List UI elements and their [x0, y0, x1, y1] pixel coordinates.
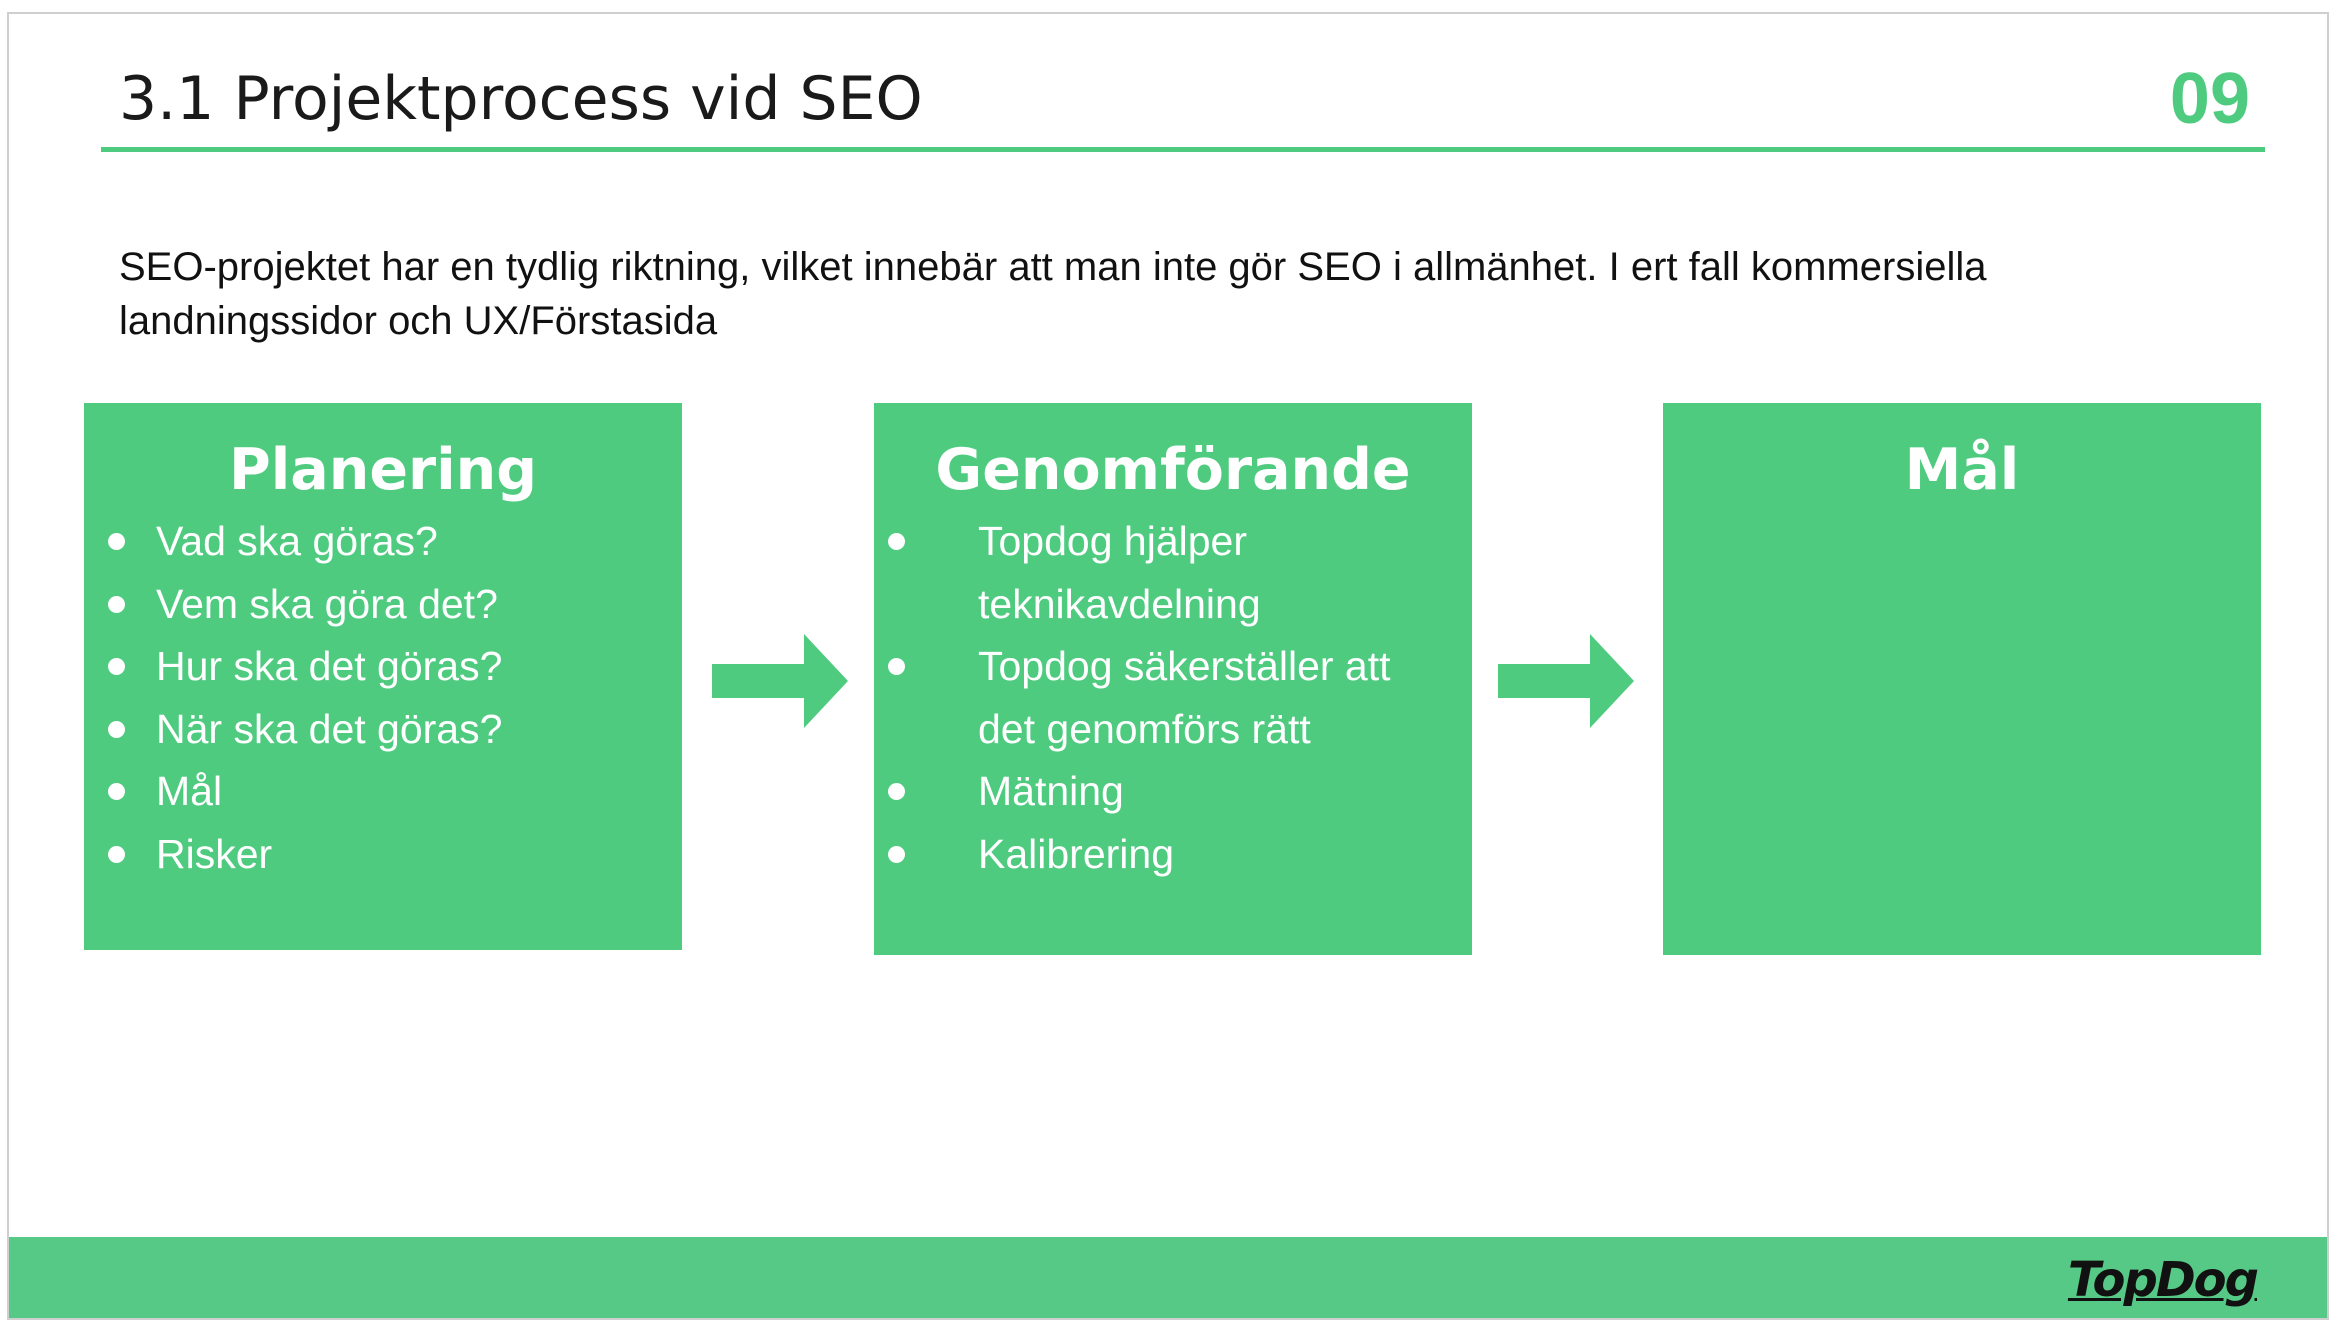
list-item-text: Kalibrering	[978, 830, 1174, 877]
list-item: Mål	[108, 760, 656, 823]
list-item: Vem ska göra det?	[108, 573, 656, 636]
list-item-text: Topdog hjälper teknikavdelning	[978, 518, 1261, 627]
slide: 3.1 Projektprocess vid SEO 09 SEO-projek…	[7, 12, 2329, 1320]
arrow-right-icon	[1498, 634, 1634, 728]
bullet-icon	[888, 533, 905, 550]
bullet-icon	[108, 533, 125, 550]
list-item-text: Mål	[156, 768, 223, 814]
list-item-text: Risker	[156, 830, 273, 877]
step-item-list: Topdog hjälper teknikavdelning Topdog sä…	[888, 510, 1458, 886]
title-underline	[101, 147, 2265, 152]
step-heading: Planering	[228, 437, 538, 503]
list-item: Vad ska göras?	[108, 510, 656, 573]
process-step-genomforande: Genomförande Topdog hjälper teknikavdeln…	[874, 403, 1472, 955]
process-step-planering: Planering Vad ska göras? Vem ska göra de…	[84, 403, 682, 950]
list-item-text: Topdog säkerställer att det genomförs rä…	[978, 643, 1391, 752]
step-heading: Mål	[1904, 437, 2020, 503]
arrow-right-icon	[712, 634, 848, 728]
bullet-icon	[888, 845, 905, 863]
list-item-text: Vad ska göras?	[156, 518, 438, 564]
list-item-text: Vem ska göra det?	[156, 580, 498, 627]
slide-title: 3.1 Projektprocess vid SEO	[119, 64, 923, 134]
intro-paragraph: SEO-projektet har en tydlig riktning, vi…	[119, 245, 1987, 343]
list-item: Hur ska det göras?	[108, 635, 656, 698]
bullet-icon	[888, 658, 905, 675]
list-item: Topdog säkerställer att det genomförs rä…	[888, 635, 1458, 760]
page-number: 09	[2169, 59, 2250, 139]
list-item: Topdog hjälper teknikavdelning	[888, 510, 1458, 635]
topdog-logo: TopDog	[2067, 1252, 2259, 1308]
list-item-text: När ska det göras?	[156, 705, 503, 752]
bullet-icon	[108, 720, 125, 738]
list-item: Kalibrering	[888, 823, 1458, 886]
process-step-mal: Mål	[1663, 403, 2261, 955]
footer-bar	[9, 1237, 2327, 1318]
bullet-icon	[108, 595, 125, 613]
list-item: Risker	[108, 823, 656, 886]
list-item-text: Hur ska det göras?	[156, 643, 503, 689]
step-heading: Genomförande	[935, 437, 1411, 503]
bullet-icon	[108, 783, 125, 800]
bullet-icon	[108, 658, 125, 675]
bullet-icon	[888, 783, 905, 800]
step-item-list: Vad ska göras? Vem ska göra det? Hur ska…	[108, 510, 656, 886]
list-item: När ska det göras?	[108, 698, 656, 761]
list-item: Mätning	[888, 760, 1458, 823]
list-item-text: Mätning	[978, 768, 1124, 814]
bullet-icon	[108, 845, 125, 863]
